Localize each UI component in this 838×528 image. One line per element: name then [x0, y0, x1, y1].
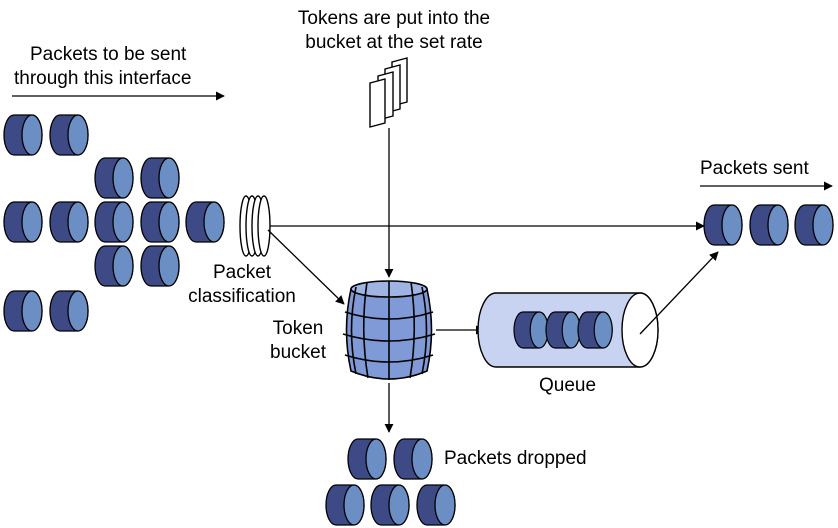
packet-icon [140, 201, 180, 243]
tokens-label-line2: bucket at the set rate [305, 32, 483, 53]
queue-icon [477, 292, 659, 368]
packet-icon [703, 204, 743, 246]
classifier-to-bucket-arrow [267, 229, 345, 305]
queue-to-sent-arrow [639, 251, 719, 335]
packet-icon [94, 157, 134, 199]
queue-label: Queue [539, 375, 597, 396]
packet-icon [3, 290, 43, 332]
token-bucket-label-line1: Token [272, 318, 324, 339]
packet-icon [49, 114, 89, 156]
packet-icon [347, 438, 387, 480]
packet-icon [577, 311, 613, 349]
packet-icon [393, 438, 433, 480]
packet-icon [513, 311, 549, 349]
packet-icon [416, 484, 456, 526]
packet-icon [3, 114, 43, 156]
packets-to-send-label-line2: through this interface [14, 68, 192, 89]
packets-to-send-label-line1: Packets to be sent [30, 44, 187, 65]
packet-icon [325, 484, 365, 526]
packet-icon [94, 201, 134, 243]
packet-icon [140, 157, 180, 199]
token-bucket-icon [342, 280, 436, 380]
packet-icon [94, 245, 134, 287]
tokens-label-line1: Tokens are put into the [297, 8, 491, 29]
packet-icon [794, 204, 834, 246]
packets-dropped-label: Packets dropped [444, 448, 587, 469]
classifier-icon [239, 195, 271, 257]
packet-classification-label-line1: Packet [212, 262, 272, 283]
packet-icon [49, 201, 89, 243]
packet-icon [3, 201, 43, 243]
dropped-packets [325, 438, 456, 526]
packet-classification-label-line2: classification [188, 286, 296, 307]
sent-packets [703, 204, 834, 246]
packets-sent-label: Packets sent [700, 158, 809, 179]
packet-icon [545, 311, 581, 349]
packet-icon [140, 245, 180, 287]
packet-icon [370, 484, 410, 526]
token-bucket-label-line2: bucket [270, 342, 326, 363]
packet-icon [749, 204, 789, 246]
packet-icon [49, 290, 89, 332]
tokens-icon [369, 57, 408, 128]
packet-icon [185, 201, 225, 243]
